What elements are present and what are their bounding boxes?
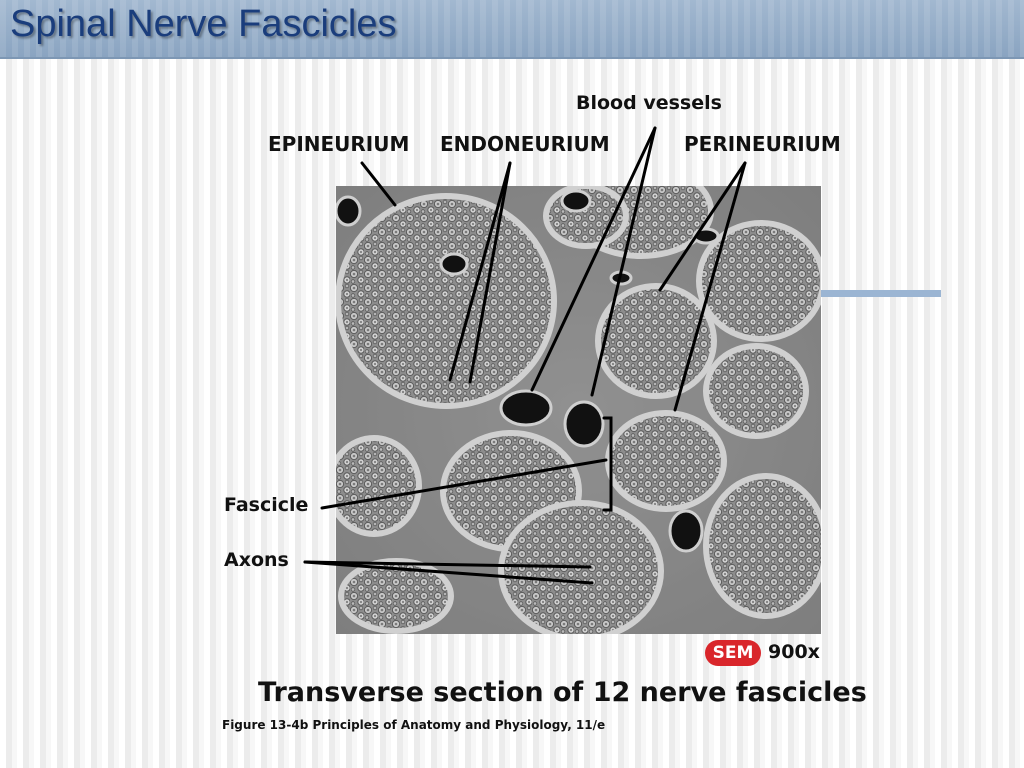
blood-vessel [336,195,362,227]
figure-caption: Transverse section of 12 nerve fascicles [258,677,867,708]
title-bar: Spinal Nerve Fascicles [0,0,1024,59]
fascicle [338,558,454,634]
fascicle [703,343,809,439]
sem-badge: SEM [705,640,761,666]
fascicle [336,435,422,537]
blood-vessel [499,389,553,427]
fascicle [696,220,821,342]
blood-vessel [563,400,605,448]
blood-vessels-label: Blood vessels [576,92,722,114]
perineurium-label: PERINEURIUM [684,132,841,156]
epineurium-label: EPINEURIUM [268,132,410,156]
blood-vessel [668,509,704,553]
fascicle-label: Fascicle [224,494,309,516]
slide-title: Spinal Nerve Fascicles [10,3,397,45]
blood-vessel [560,189,592,213]
fascicle [703,473,821,619]
axons-label: Axons [224,549,289,571]
figure-credit: Figure 13-4b Principles of Anatomy and P… [222,718,606,732]
fascicle [336,193,557,409]
fascicle [595,283,717,399]
magnification-label: 900x [768,641,820,663]
accent-bar [821,290,941,297]
blood-vessel [439,252,469,276]
fascicle [605,410,727,512]
sem-micrograph [336,186,821,634]
endoneurium-label: ENDONEURIUM [440,132,610,156]
fascicle [498,500,664,634]
